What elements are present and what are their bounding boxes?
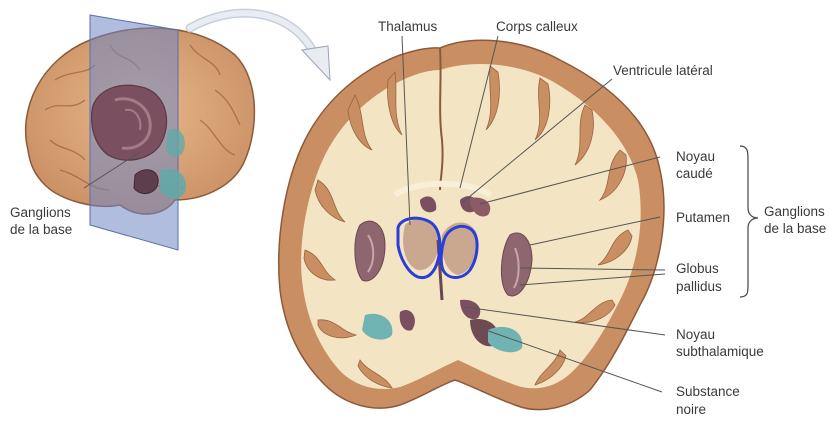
label-globus-2: pallidus	[676, 279, 722, 295]
label-ganglions-left-1: Ganglions	[10, 205, 71, 221]
label-ganglions-right-2: de la base	[764, 221, 826, 237]
label-thalamus: Thalamus	[378, 19, 437, 35]
label-globus-1: Globus	[676, 261, 719, 277]
label-ganglions-right-1: Ganglions	[764, 204, 825, 220]
label-corps-calleux: Corps calleux	[496, 19, 578, 35]
label-ventricule-lateral: Ventricule latéral	[613, 63, 713, 79]
coronal-section	[279, 40, 664, 409]
label-putamen: Putamen	[676, 210, 730, 226]
label-noyau-subthalamique-1: Noyau	[676, 327, 715, 343]
label-noyau-caude-2: caudé	[676, 166, 713, 182]
label-ganglions-left-2: de la base	[10, 222, 72, 238]
label-noyau-subthalamique-2: subthalamique	[676, 344, 764, 360]
ganglions-brace	[740, 146, 758, 297]
label-substance-noire-1: Substance	[676, 384, 740, 400]
label-noyau-caude-1: Noyau	[676, 149, 715, 165]
label-substance-noire-2: noire	[676, 402, 706, 418]
